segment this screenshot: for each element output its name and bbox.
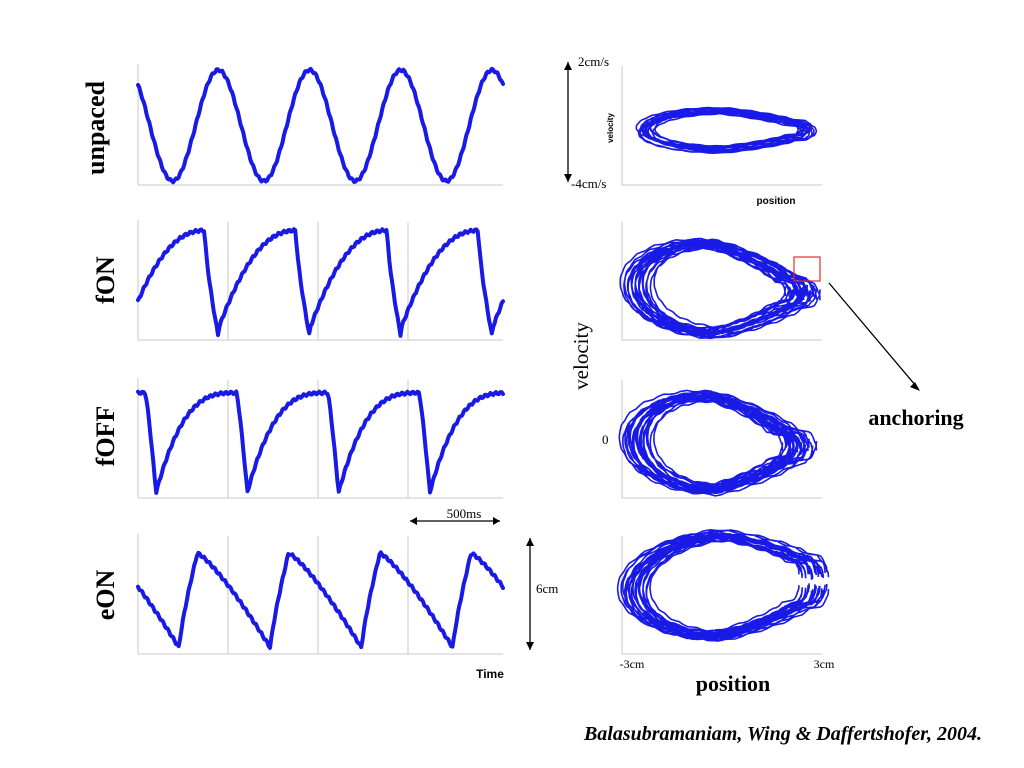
time-trace-eon [136,550,505,650]
time-panel-eon [136,534,505,655]
velocity-scale-arrow [564,62,572,182]
zero-label: 0 [602,432,609,447]
row-label-unpaced: unpaced [81,81,110,175]
phase-plot-fon [619,222,822,341]
position-scale-bar [526,538,534,650]
time-panel-unpaced [136,64,505,186]
velocity-top-label: 2cm/s [578,54,609,69]
time-scale-label: 500ms [447,506,482,521]
time-trace-unpaced [136,66,505,185]
phase-plot-eon-trajectory [616,529,830,642]
phase-plot-fon-trajectory [619,237,821,340]
time-trace-fon [136,227,505,338]
row-label-fon: fON [91,256,120,304]
citation: Balasubramaniam, Wing & Daffertshofer, 2… [583,723,982,745]
phase-plot-foff [618,380,822,499]
anchoring-label: anchoring [868,405,963,430]
position-scale-label: 6cm [536,581,558,596]
position-axis-label: position [696,671,771,696]
mini-velocity-label: velocity [606,113,615,143]
time-trace-foff [136,389,505,495]
velocity-bottom-label: -4cm/s [571,176,606,191]
row-label-foff: fOFF [91,406,120,467]
phase-plot-unpaced-trajectory [635,106,818,154]
phase-plot-panels [616,66,830,655]
mini-position-label: position [757,196,796,207]
phase-plot-unpaced [621,66,822,186]
anchoring-arrow [828,282,920,391]
anchoring-box [793,256,821,282]
phase-plot-foff-trajectory [618,389,818,497]
x-max-label: 3cm [814,657,835,671]
time-panel-foff [136,378,505,499]
time-panel-fon [136,220,505,341]
time-axis-label: Time [476,667,504,681]
row-label-eon: eON [91,570,120,621]
time-scale-bar [410,517,500,525]
x-min-label: -3cm [620,657,645,671]
velocity-axis-label: velocity [569,322,593,390]
time-series-panels [136,64,505,655]
phase-plot-eon [616,529,830,655]
